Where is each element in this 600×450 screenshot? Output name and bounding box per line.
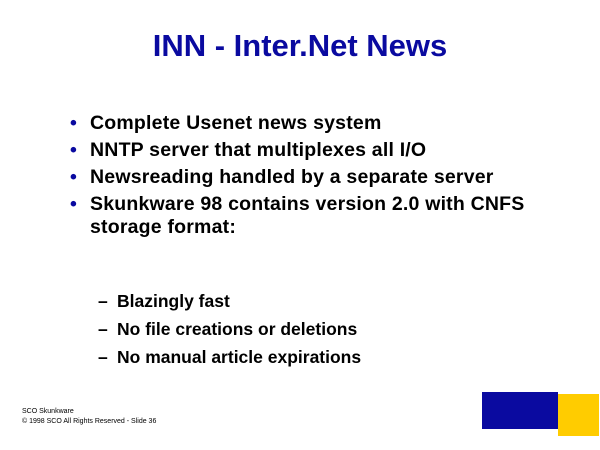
bullet-text: Newsreading handled by a separate server	[90, 166, 494, 188]
footer-copyright: © 1998 SCO All Rights Reserved - Slide 3…	[22, 418, 157, 425]
bullet-item: • Complete Usenet news system	[70, 112, 570, 135]
bullet-item: • Newsreading handled by a separate serv…	[70, 166, 570, 189]
sub-bullet-item: – No file creations or deletions	[98, 318, 548, 340]
bullet-text: Skunkware 98 contains version 2.0 with C…	[90, 193, 525, 238]
bullet-icon: •	[70, 166, 78, 188]
bullet-item: • NNTP server that multiplexes all I/O	[70, 139, 570, 162]
bullet-icon: •	[70, 112, 78, 134]
footer-company: SCO Skunkware	[22, 408, 74, 415]
bullet-text: Complete Usenet news system	[90, 112, 382, 134]
dash-icon: –	[98, 319, 108, 339]
slide-title: INN - Inter.Net News	[152, 28, 448, 63]
sub-bullet-text: Blazingly fast	[117, 291, 230, 311]
sub-bullet-text: No file creations or deletions	[117, 319, 358, 339]
footer: SCO Skunkware © 1998 SCO All Rights Rese…	[22, 407, 156, 427]
bullet-icon: •	[70, 193, 78, 215]
decorative-yellow-block	[558, 394, 599, 436]
bullet-icon: •	[70, 139, 78, 161]
sub-bullet-item: – Blazingly fast	[98, 290, 548, 312]
sub-bullet-list: – Blazingly fast – No file creations or …	[98, 290, 548, 374]
bullet-text: NNTP server that multiplexes all I/O	[90, 139, 427, 161]
dash-icon: –	[98, 347, 108, 367]
bullet-list: • Complete Usenet news system • NNTP ser…	[70, 112, 570, 243]
dash-icon: –	[98, 291, 108, 311]
sub-bullet-item: – No manual article expirations	[98, 346, 548, 368]
sub-bullet-text: No manual article expirations	[117, 347, 362, 367]
bullet-item: • Skunkware 98 contains version 2.0 with…	[70, 193, 570, 239]
decorative-navy-block	[482, 392, 558, 429]
